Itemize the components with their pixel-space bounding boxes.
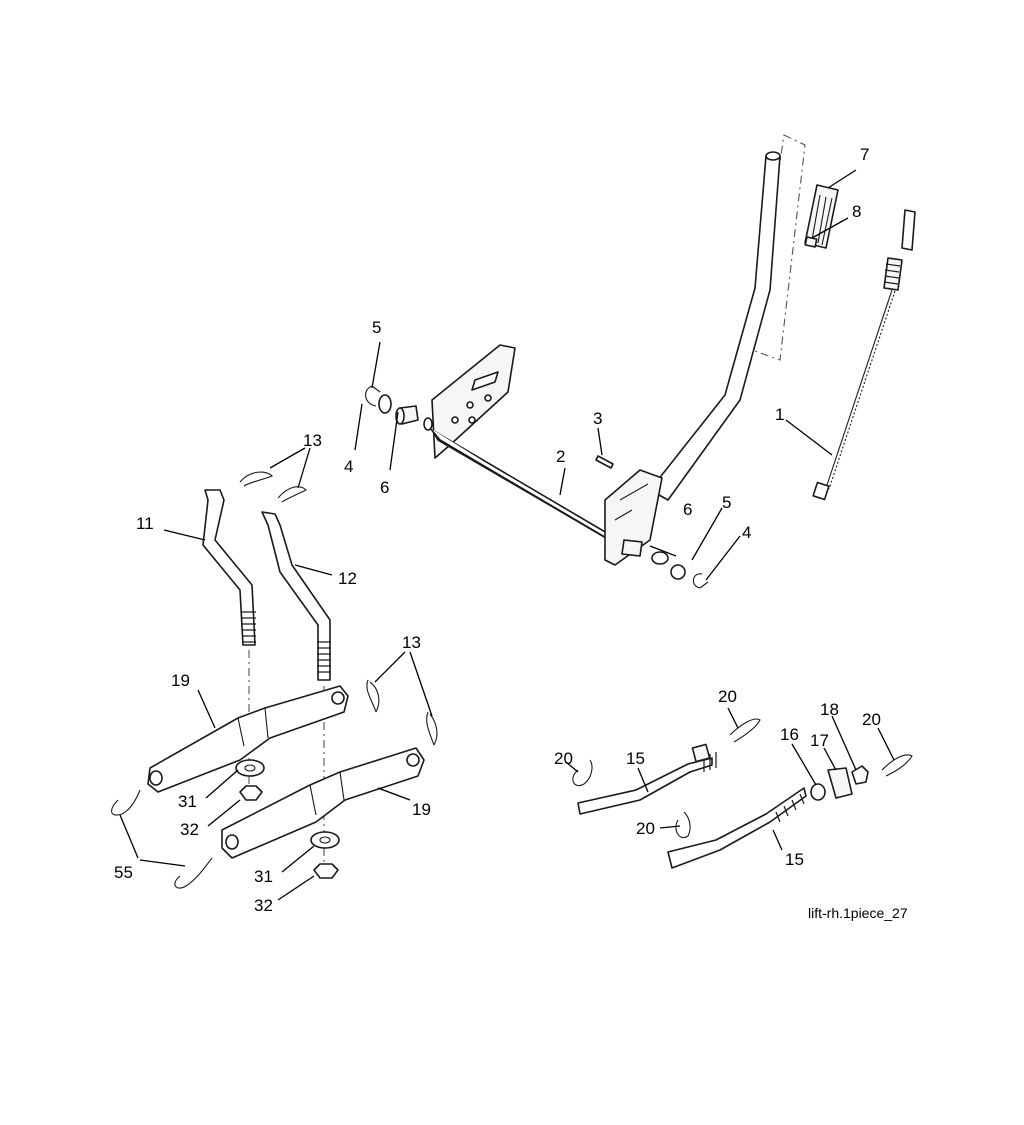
handle-phantom-outline: [751, 134, 806, 361]
hairpin-clip-13-a: [239, 471, 273, 487]
hairpin-clip-13-b: [277, 486, 307, 503]
hairpin-clip-20-d: [881, 754, 913, 777]
release-button: [804, 236, 818, 248]
lift-link-12: [261, 511, 331, 681]
callout-20-c: 20: [636, 819, 655, 838]
callout-13-top: 13: [303, 431, 322, 450]
callout-32-upper: 32: [180, 820, 199, 839]
nut-32-a: [239, 785, 263, 801]
washer-31-b: [310, 831, 340, 849]
callout-15-lower: 15: [785, 850, 804, 869]
lift-handle-rod-end: [765, 151, 781, 161]
lift-link-11: [202, 489, 256, 646]
callout-31-upper: 31: [178, 792, 197, 811]
callout-20-a: 20: [554, 749, 573, 768]
trunnion-block: [691, 743, 711, 763]
callout-32-lower: 32: [254, 896, 273, 915]
callout-55: 55: [114, 863, 133, 882]
callout-1: 1: [775, 405, 784, 424]
callout-8: 8: [852, 202, 861, 221]
callout-12: 12: [338, 569, 357, 588]
callout-3: 3: [593, 409, 602, 428]
nut-18: [851, 765, 869, 785]
hairpin-clip-20-c: [675, 811, 691, 838]
callout-20-d: 20: [862, 710, 881, 729]
hairpin-clip-55-a: [111, 789, 141, 816]
callout-6-left: 6: [380, 478, 389, 497]
hairpin-clip-20-b: [729, 718, 761, 743]
callout-5-left: 5: [372, 318, 381, 337]
lift-cable: [825, 289, 893, 489]
nut-32-b: [313, 863, 339, 879]
washer-5-right: [670, 564, 686, 580]
hairpin-clip-4-right: [692, 573, 709, 589]
cable-end-fitting: [812, 481, 830, 501]
callout-19-upper: 19: [171, 671, 190, 690]
callout-13-mid: 13: [402, 633, 421, 652]
callout-6-right: 6: [683, 500, 692, 519]
callout-16: 16: [780, 725, 799, 744]
hairpin-clip-4-left: [365, 385, 381, 407]
callout-31-lower: 31: [254, 867, 273, 886]
callout-4-left: 4: [344, 457, 353, 476]
trunnion-17: [827, 767, 853, 799]
hairpin-clip-55-b: [174, 857, 213, 889]
pin: [595, 455, 614, 469]
washer-31-a: [235, 759, 265, 777]
callout-5-right: 5: [722, 493, 731, 512]
callout-11: 11: [136, 514, 154, 533]
cable-knob: [901, 209, 916, 251]
lift-handle-rod: [649, 155, 781, 501]
callout-7: 7: [860, 145, 869, 164]
washer-5-left: [378, 394, 392, 414]
lift-arm-19-upper: [147, 685, 349, 793]
bushing-6-right: [621, 539, 643, 557]
adjust-rod-15-lower: [667, 787, 807, 869]
cable-spring: [883, 257, 903, 291]
diagram-caption: lift-rh.1piece_27: [808, 905, 908, 921]
hairpin-clip-13-d: [426, 711, 438, 746]
lift-arm-19-lower: [221, 747, 425, 859]
callout-15-upper: 15: [626, 749, 645, 768]
lift-arm-bracket: [604, 469, 663, 566]
callout-4-right: 4: [742, 523, 751, 542]
callout-18: 18: [820, 700, 839, 719]
callout-19-lower: 19: [412, 800, 431, 819]
washer-16: [810, 783, 826, 801]
callout-2: 2: [556, 447, 565, 466]
hairpin-clip-20-a: [572, 759, 593, 787]
callout-17: 17: [810, 731, 829, 750]
hairpin-clip-13-c: [366, 679, 380, 713]
callout-20-b: 20: [718, 687, 737, 706]
